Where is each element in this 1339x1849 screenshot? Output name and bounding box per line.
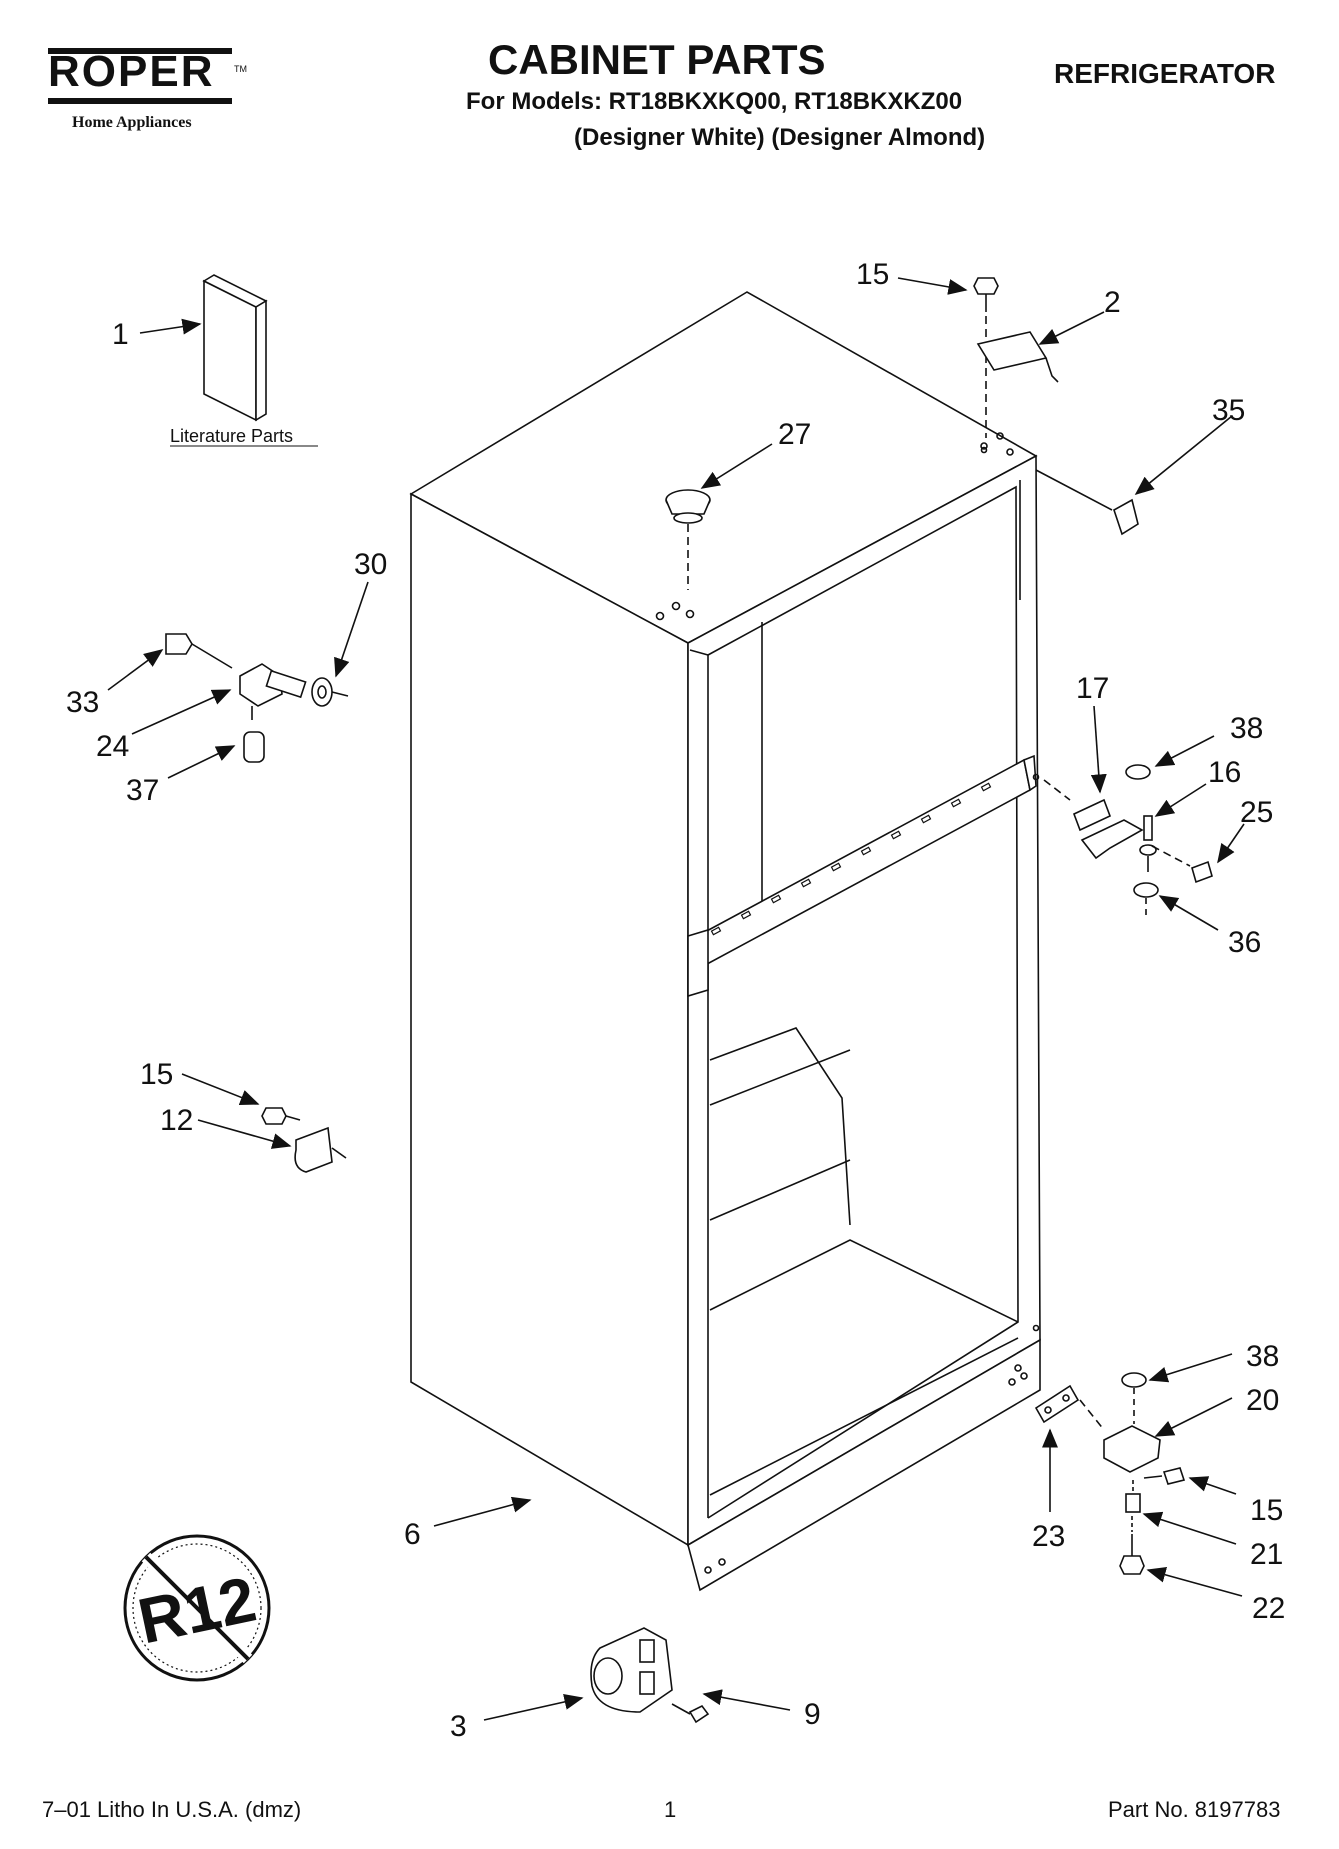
callout-16: 16	[1208, 756, 1241, 789]
bottom-hinge-assembly	[1034, 1372, 1186, 1575]
logo-bar-top	[48, 48, 232, 54]
logo-bar-bottom	[48, 98, 232, 104]
callout-6: 6	[404, 1518, 421, 1551]
top-plug-part	[665, 489, 711, 590]
callout-numbers: 1 15 2 35 27 30 33 24 37 17 38 16 25 36 …	[66, 258, 1285, 1743]
callout-15-bottom: 15	[1250, 1494, 1283, 1527]
brand-subtitle: Home Appliances	[72, 114, 192, 131]
middle-hinge-assembly	[1043, 764, 1213, 920]
left-hinge-assembly	[165, 633, 349, 763]
rail-slots	[710, 782, 992, 936]
models-line: For Models: RT18BKXKQ00, RT18BKXKZ00	[466, 88, 963, 115]
no-r12-badge-icon	[123, 1534, 271, 1682]
callout-25: 25	[1240, 796, 1273, 829]
page-title: CABINET PARTS	[488, 36, 826, 83]
callout-3: 3	[450, 1710, 467, 1743]
footer-page-number: 1	[664, 1797, 677, 1822]
callout-38-bottom: 38	[1246, 1340, 1279, 1373]
callout-2: 2	[1104, 286, 1121, 319]
callout-9: 9	[804, 1698, 821, 1731]
callout-37: 37	[126, 774, 159, 807]
brand-logo: ROPER	[48, 47, 215, 96]
literature-book-icon	[202, 274, 268, 422]
callout-22: 22	[1252, 1592, 1285, 1625]
callout-1: 1	[112, 318, 129, 351]
brand-trademark: TM	[234, 64, 247, 74]
callout-38-middle: 38	[1230, 712, 1263, 745]
callout-leaders	[107, 277, 1245, 1721]
callout-33: 33	[66, 686, 99, 719]
callout-20: 20	[1246, 1384, 1279, 1417]
callout-35: 35	[1212, 394, 1245, 427]
callout-15-top: 15	[856, 258, 889, 291]
callout-17: 17	[1076, 672, 1109, 705]
callout-24: 24	[96, 730, 129, 763]
top-bracket-part	[976, 331, 1059, 383]
cabinet-shell	[409, 291, 1041, 1592]
leveling-leg-assembly	[590, 1627, 710, 1724]
left-door-stop-part	[261, 1107, 347, 1173]
callout-15-left: 15	[140, 1058, 173, 1091]
callout-27: 27	[778, 418, 811, 451]
callout-12: 12	[160, 1104, 193, 1137]
callout-36: 36	[1228, 926, 1261, 959]
variants-line: (Designer White) (Designer Almond)	[574, 124, 986, 151]
category-label: REFRIGERATOR	[1054, 58, 1276, 89]
footer-print-info: 7–01 Litho In U.S.A. (dmz)	[42, 1797, 302, 1822]
callout-23: 23	[1032, 1520, 1065, 1553]
literature-parts-label: Literature Parts	[170, 426, 293, 446]
footer-part-number: Part No. 8197783	[1108, 1797, 1281, 1822]
callout-30: 30	[354, 548, 387, 581]
callout-21: 21	[1250, 1538, 1283, 1571]
top-clip-part	[1035, 469, 1139, 536]
top-hinge-screw-part	[973, 277, 999, 438]
